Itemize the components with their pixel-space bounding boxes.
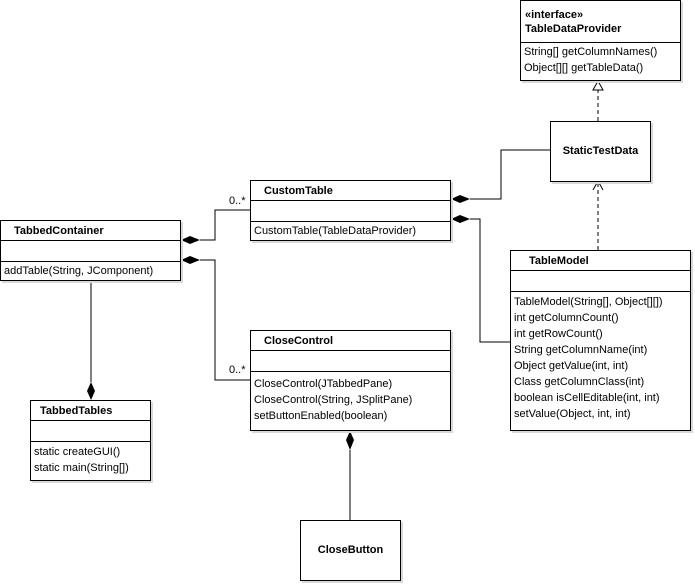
operation: Object[][] getTableData() <box>524 62 644 74</box>
divider <box>1 240 180 241</box>
operations-list: CloseControl(JTabbedPane) CloseControl(S… <box>254 376 448 424</box>
operation: addTable(String, JComponent) <box>4 265 154 277</box>
divider <box>31 441 150 442</box>
composition-diamond-tabbedcontainer-customtable <box>181 236 200 244</box>
multiplicity-closecontrol: 0..* <box>229 364 246 376</box>
class-name: CustomTable <box>264 185 333 197</box>
operation: CloseControl(String, JSplitPane) <box>254 394 413 406</box>
composition-diamond-customtable-tablemodel <box>451 215 470 223</box>
divider <box>251 221 450 222</box>
class-tabbedcontainer[interactable]: TabbedContainer addTable(String, JCompon… <box>0 220 181 281</box>
operation: int getRowCount() <box>514 328 603 340</box>
divider <box>1 261 180 262</box>
composition-tabbedcontainer-customtable <box>200 209 250 241</box>
operation: Class getColumnClass(int) <box>514 376 645 388</box>
class-closecontrol[interactable]: CloseControl CloseControl(JTabbedPane) C… <box>250 330 451 431</box>
class-closebutton[interactable]: CloseButton <box>300 520 401 581</box>
composition-customtable-tablemodel <box>470 218 510 343</box>
operations-list: TableModel(String[], Object[][]) int get… <box>514 294 688 422</box>
operation: setButtonEnabled(boolean) <box>254 410 388 422</box>
stereotype-label: «interface» <box>525 9 584 21</box>
divider <box>251 350 450 351</box>
class-name: TableDataProvider <box>525 23 622 35</box>
class-name: TabbedTables <box>40 405 113 417</box>
operations-list: String[] getColumnNames() Object[][] get… <box>524 44 678 76</box>
composition-diamond-tabbedcontainer-closecontrol <box>181 256 200 264</box>
class-tabbedtables[interactable]: TabbedTables static createGUI() static m… <box>30 400 151 481</box>
operation: TableModel(String[], Object[][]) <box>514 296 663 308</box>
class-name: CloseButton <box>317 544 384 556</box>
operation: String[] getColumnNames() <box>524 46 658 58</box>
class-tablemodel[interactable]: TableModel TableModel(String[], Object[]… <box>510 250 691 431</box>
divider <box>511 270 690 271</box>
operation: static main(String[]) <box>34 462 129 474</box>
composition-diamond-tabbedtables-tabbedcontainer <box>87 382 95 400</box>
composition-diamond-closecontrol-closebutton <box>346 431 354 450</box>
operation: static createGUI() <box>34 446 121 458</box>
operations-list: static createGUI() static main(String[]) <box>34 444 148 476</box>
multiplicity-customtable: 0..* <box>229 195 246 207</box>
operations-list: CustomTable(TableDataProvider) <box>254 223 448 239</box>
divider <box>521 42 680 43</box>
divider <box>251 200 450 201</box>
class-name: TableModel <box>529 255 589 267</box>
class-tabledataprovider[interactable]: «interface» TableDataProvider String[] g… <box>520 0 681 81</box>
divider <box>31 420 150 421</box>
composition-tabbedcontainer-closecontrol <box>200 259 250 381</box>
class-name: CloseControl <box>264 335 334 347</box>
operation: String getColumnName(int) <box>514 344 648 356</box>
operation: int getColumnCount() <box>514 312 619 324</box>
class-name: StaticTestData <box>562 145 639 157</box>
class-customtable[interactable]: CustomTable CustomTable(TableDataProvide… <box>250 180 451 241</box>
operation: Object getValue(int, int) <box>514 360 629 372</box>
composition-customtable-statictestdata <box>470 149 550 200</box>
operation: CloseControl(JTabbedPane) <box>254 378 393 390</box>
divider <box>511 291 690 292</box>
operation: CustomTable(TableDataProvider) <box>254 225 417 237</box>
operation: boolean isCellEditable(int, int) <box>514 392 660 404</box>
operations-list: addTable(String, JComponent) <box>4 263 178 279</box>
divider <box>251 371 450 372</box>
class-name: TabbedContainer <box>14 225 104 237</box>
class-statictestdata[interactable]: StaticTestData <box>550 121 651 182</box>
operation: setValue(Object, int, int) <box>514 408 631 420</box>
realization-arrowhead <box>592 79 604 91</box>
composition-diamond-customtable-statictestdata <box>451 195 470 203</box>
